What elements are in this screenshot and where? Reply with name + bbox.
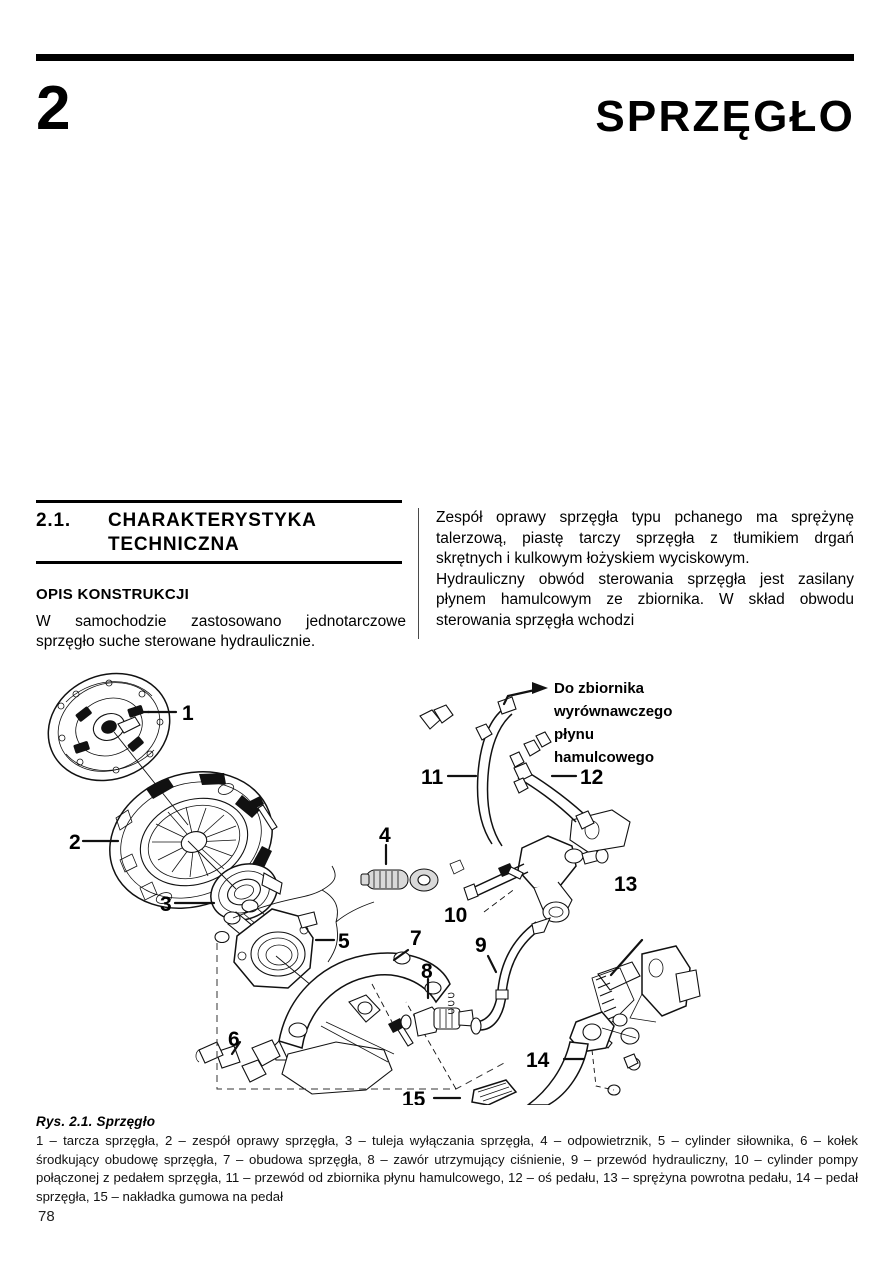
figure-caption-body: 1 – tarcza sprzęgła, 2 – zespół oprawy s…: [36, 1133, 858, 1205]
leader-line-13: [609, 938, 644, 977]
right-body-paragraph-2: Hydrauliczny obwód sterowania sprzęgła j…: [436, 570, 854, 630]
anno-line-3: płynu: [554, 726, 594, 743]
part-master-cylinder: [463, 809, 631, 935]
part-hose-clips: [419, 704, 552, 794]
part-clutch-disc: [47, 672, 171, 782]
callout-5: 5: [338, 930, 350, 953]
reservoir-annotation-arrow: [502, 682, 548, 706]
figure-clutch-exploded-diagram: .ln { fill:none; stroke:#111; stroke-wid…: [36, 650, 858, 1105]
left-column: 2.1. CHARAKTERYSTYKA TECHNICZNA OPIS KON…: [36, 500, 406, 653]
figure-caption-title: Rys. 2.1. Sprzęgło: [36, 1114, 156, 1129]
callout-7: 7: [410, 927, 422, 950]
callout-3: 3: [160, 893, 172, 916]
section-rule-bottom: [36, 560, 402, 564]
callout-6: 6: [228, 1028, 240, 1051]
leader-line-9: [486, 954, 498, 974]
leader-line-7: [392, 948, 410, 962]
callout-4: 4: [379, 824, 391, 847]
part-clutch-housing: [215, 951, 451, 1095]
right-column: Zespół oprawy sprzęgła typu pchanego ma …: [436, 508, 854, 632]
part-release-bearing-sleeve: [210, 863, 283, 921]
part-pedal-axle: [513, 762, 595, 830]
anno-line-4: hamulcowego: [554, 749, 654, 766]
part-bleeder-detail: [232, 865, 439, 963]
section-heading: 2.1. CHARAKTERYSTYKA TECHNICZNA: [36, 509, 406, 557]
callout-11: 11: [421, 766, 444, 789]
page-number: 78: [38, 1208, 55, 1225]
callout-12: 12: [580, 766, 603, 789]
part-spring-bracket: [629, 945, 701, 1023]
right-body-paragraph-1: Zespół oprawy sprzęgła typu pchanego ma …: [436, 509, 854, 568]
assembly-guide-bracket: [216, 943, 507, 1090]
part-pressure-valve: [400, 1006, 475, 1037]
figure-caption: Rys. 2.1. Sprzęgło 1 – tarcza sprzęgła, …: [36, 1114, 858, 1207]
reservoir-annotation-text: Do zbiornika wyrównawczego płynu hamulco…: [553, 680, 672, 766]
leader-line-6: [230, 1040, 242, 1056]
part-slave-cylinder: [233, 908, 318, 989]
callout-14: 14: [526, 1049, 550, 1072]
column-divider: [418, 508, 419, 639]
callout-1: 1: [182, 702, 194, 725]
callout-2: 2: [69, 831, 81, 854]
section-title: CHARAKTERYSTYKA TECHNICZNA: [108, 510, 316, 555]
header-rule: [36, 54, 854, 61]
callout-13: 13: [614, 873, 637, 896]
clutch-diagram-svg: .ln { fill:none; stroke:#111; stroke-wid…: [47, 672, 701, 1105]
part-hydraulic-hose: [447, 921, 543, 1035]
part-reservoir-hose: [476, 696, 517, 847]
callout-15: 15: [402, 1088, 426, 1105]
part-pedal-rubber-pad: [471, 1079, 518, 1105]
subsection-heading: OPIS KONSTRUKCJI: [36, 585, 190, 603]
section-number: 2.1.: [36, 510, 71, 531]
part-clip-small: [449, 859, 465, 875]
section-rule-top: [36, 500, 402, 503]
part-dowel-pin: [195, 1041, 224, 1064]
part-bolt-upper: [248, 796, 278, 831]
anno-line-2: wyrównawczego: [553, 703, 672, 720]
chapter-number: 2: [36, 74, 70, 143]
callout-9: 9: [475, 934, 487, 957]
anno-line-1: Do zbiornika: [554, 680, 645, 697]
callout-10: 10: [444, 904, 467, 927]
callout-numbers: 1 2 3 4 5 6 7 8 9 10 11 12 13 14 15: [69, 702, 637, 1105]
chapter-title: SPRZĘGŁO: [595, 92, 855, 141]
callout-8: 8: [421, 960, 433, 983]
left-body-paragraph: W samochodzie zastosowano jednotarczowe …: [36, 612, 406, 651]
